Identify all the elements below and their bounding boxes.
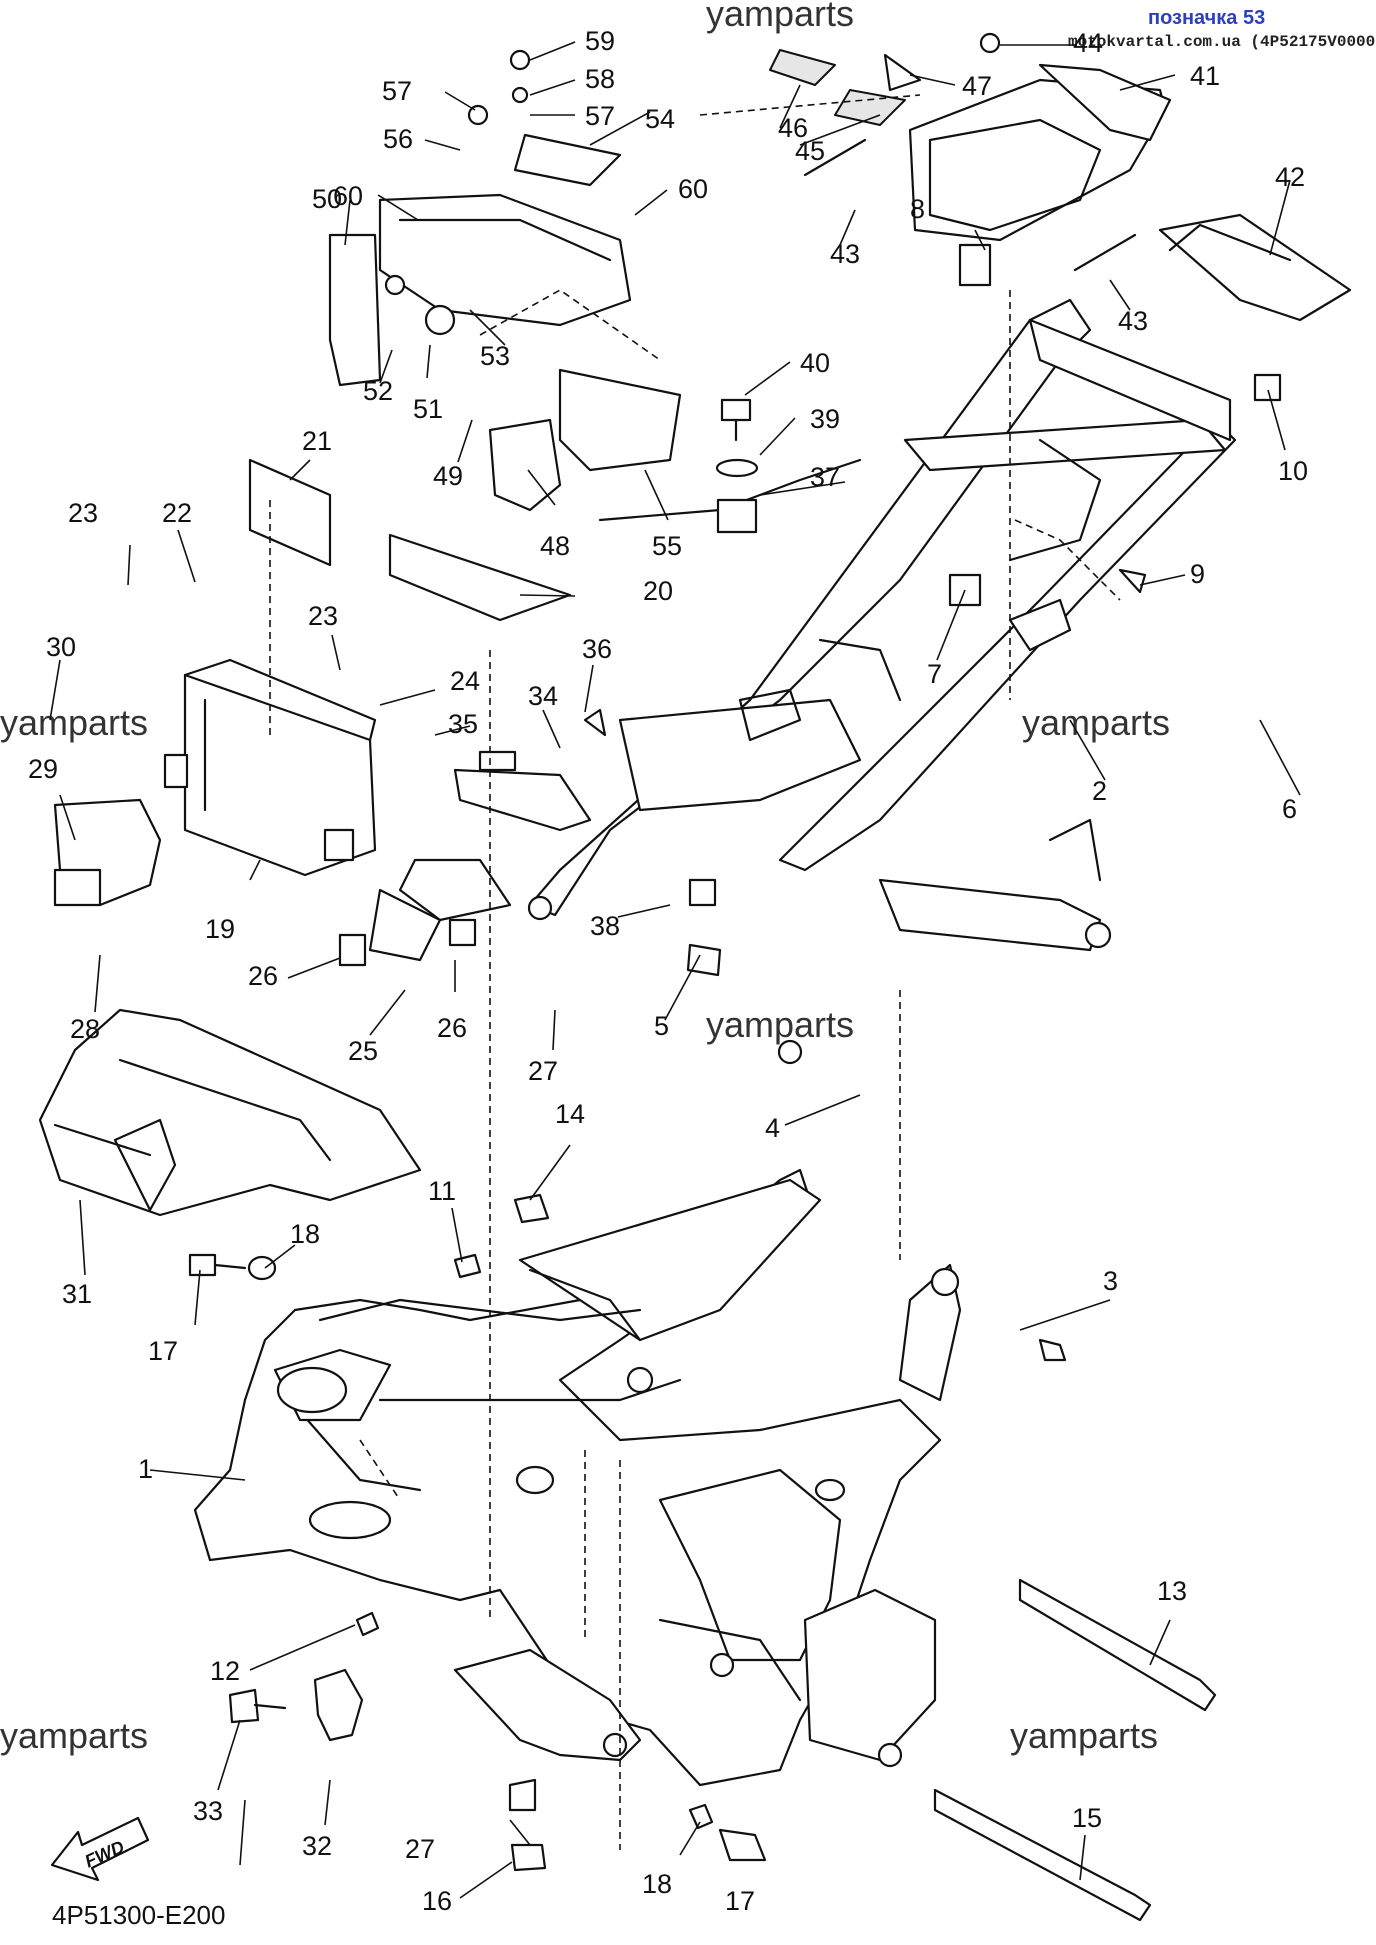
callout-number: 58: [585, 64, 615, 94]
callout-number: 31: [62, 1279, 92, 1309]
callout-number: 42: [1275, 162, 1305, 192]
callout-number: 26: [248, 961, 278, 991]
callout-number: 6: [1282, 794, 1297, 824]
callout-number: 20: [643, 576, 673, 606]
assembly-lines: [269, 94, 1121, 1850]
main-frame: [193, 1168, 962, 1787]
callout-number: 59: [585, 26, 615, 56]
rear-fender: [769, 32, 1352, 322]
callout-number: 46: [778, 113, 808, 143]
callout-number: 57: [382, 76, 412, 106]
callout-number: 51: [413, 394, 443, 424]
callout-number: 52: [363, 376, 393, 406]
callout-number: 48: [540, 531, 570, 561]
callout-number: 41: [1190, 61, 1220, 91]
callout-number: 15: [1072, 1803, 1102, 1833]
under-cowl: [38, 1008, 422, 1217]
callout-number: 16: [422, 1886, 452, 1916]
callout-number: 56: [383, 124, 413, 154]
callout-number: 49: [433, 461, 463, 491]
callout-number: 47: [962, 71, 992, 101]
callout-number: 34: [528, 681, 558, 711]
callout-number: 36: [582, 634, 612, 664]
watermark: yamparts: [0, 702, 148, 743]
callout-number: 40: [800, 348, 830, 378]
callout-number: 43: [1118, 306, 1148, 336]
callout-number: 43: [830, 239, 860, 269]
watermark: yamparts: [706, 1004, 854, 1045]
watermark: yamparts: [1022, 702, 1170, 743]
callout-number: 22: [162, 498, 192, 528]
callout-number: 55: [652, 531, 682, 561]
callout-number: 35: [448, 709, 478, 739]
watermark: yamparts: [1010, 1715, 1158, 1756]
callout-number: 17: [725, 1886, 755, 1916]
callout-number: 26: [437, 1013, 467, 1043]
callout-number: 53: [480, 341, 510, 371]
callout-number: 4: [765, 1113, 780, 1143]
callout-number: 13: [1157, 1576, 1187, 1606]
callout-number: 23: [68, 498, 98, 528]
callout-number: 17: [148, 1336, 178, 1366]
callout-number: 7: [927, 659, 942, 689]
callout-number: 21: [302, 426, 332, 456]
callout-number: 28: [70, 1014, 100, 1044]
callout-number: 60: [678, 174, 708, 204]
watermark: yamparts: [0, 1715, 148, 1756]
callout-number: 37: [810, 462, 840, 492]
callout-number: 10: [1278, 456, 1308, 486]
fwd-arrow-icon: FWD: [50, 1816, 150, 1882]
callout-number: 23: [308, 601, 338, 631]
callout-number: 44: [1073, 28, 1103, 58]
callout-number: 14: [555, 1099, 585, 1129]
mid-hardware: [478, 243, 1282, 977]
callout-number: 19: [205, 914, 235, 944]
battery-box: [53, 458, 592, 967]
callout-number: 50: [312, 184, 342, 214]
callout-number: 30: [46, 632, 76, 662]
callout-number: 29: [28, 754, 58, 784]
callout-number: 11: [428, 1176, 456, 1206]
callout-number: 54: [645, 104, 675, 134]
header-label: позначка 53: [1148, 7, 1265, 29]
diagram-code: 4P51300-E200: [52, 1900, 225, 1930]
rear-frame: [527, 298, 1237, 1065]
callout-number: 2: [1092, 776, 1107, 806]
callout-number: 3: [1103, 1266, 1118, 1296]
callout-number: 12: [210, 1656, 240, 1686]
watermark: yamparts: [706, 0, 854, 34]
callout-number: 18: [642, 1869, 672, 1899]
callout-number: 39: [810, 404, 840, 434]
callout-number: 18: [290, 1219, 320, 1249]
callout-number: 27: [405, 1834, 435, 1864]
callout-number: 8: [910, 194, 925, 224]
header-site: motokvartal.com.ua (4P52175V0000): [1068, 33, 1376, 51]
callout-number: 38: [590, 911, 620, 941]
callout-number: 5: [654, 1011, 669, 1041]
callout-number: 27: [528, 1056, 558, 1086]
callouts: 1 2 3 4 5 6 7 8 9 10 11 12 13 14 15 16 1…: [28, 26, 1308, 1916]
callout-number: 57: [585, 101, 615, 131]
callout-number: 45: [795, 136, 825, 166]
callout-number: 60: [333, 181, 363, 211]
callout-number: 33: [193, 1796, 223, 1826]
callout-number: 25: [348, 1036, 378, 1066]
ecu-tray: [328, 49, 682, 512]
callout-number: 32: [302, 1831, 332, 1861]
leader-lines: [49, 41, 1301, 1899]
callout-number: 24: [450, 666, 480, 696]
callout-number: 9: [1190, 559, 1205, 589]
callout-number: 1: [138, 1454, 153, 1484]
